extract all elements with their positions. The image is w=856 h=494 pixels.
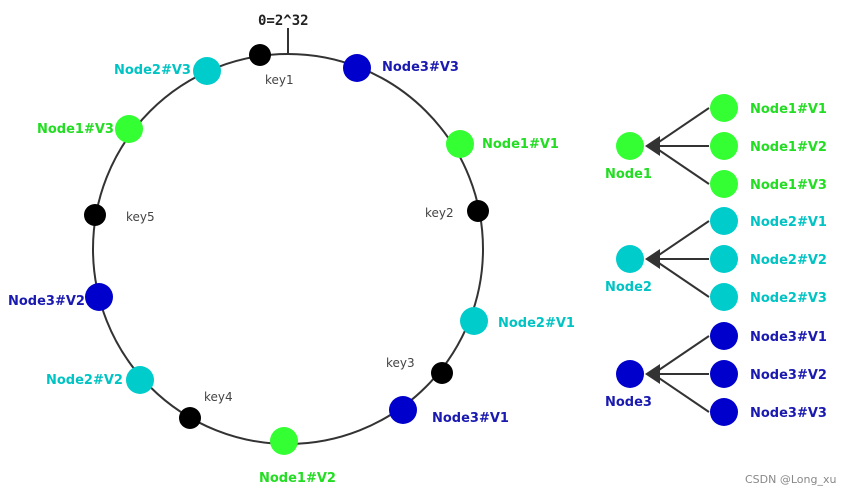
ring-node-label-node1-v1: Node1#V1 xyxy=(482,137,559,152)
key-label-key3: key3 xyxy=(386,356,415,370)
ring-node-label-node2-v1: Node2#V1 xyxy=(498,316,575,331)
legend-arrow-line-node3-v1 xyxy=(652,335,710,375)
ring-node-node2-v2 xyxy=(126,366,154,394)
legend-physical-node-node2 xyxy=(616,245,644,273)
legend-arrow-line-node2-v3 xyxy=(652,258,710,298)
ring-keys: key1 key2 key3 key4 key5 xyxy=(84,44,489,429)
key-label-key4: key4 xyxy=(204,390,233,404)
legend-arrowhead-node2 xyxy=(645,249,660,269)
legend-physical-label-node3: Node3 xyxy=(605,395,652,410)
ring-nodes: Node2#V3 Node3#V3Node1#V3Node1#V1Node3#V2… xyxy=(8,54,575,486)
ring-node-label-node1-v2: Node1#V2 xyxy=(259,471,336,486)
legend-arrowhead-node3 xyxy=(645,364,660,384)
legend-arrow-line-node3-v3 xyxy=(652,373,710,413)
ring-node-label-node3-v2: Node3#V2 xyxy=(8,294,85,309)
legend-virtual-label-node3-v1: Node3#V1 xyxy=(750,330,827,345)
legend-arrowhead-node1 xyxy=(645,136,660,156)
legend-virtual-label-node1-v3: Node1#V3 xyxy=(750,178,827,193)
key-dot-key3 xyxy=(431,362,453,384)
legend-virtual-node-node2-v1 xyxy=(710,207,738,235)
legend-arrow-line-node2-v1 xyxy=(652,220,710,260)
legend-virtual-node-node2-v2 xyxy=(710,245,738,273)
key-dot-key1 xyxy=(249,44,271,66)
legend-virtual-node-node1-v3 xyxy=(710,170,738,198)
legend-virtual-label-node2-v2: Node2#V2 xyxy=(750,253,827,268)
legend-arrow-line-node1-v3 xyxy=(652,145,710,185)
legend-virtual-label-node2-v3: Node2#V3 xyxy=(750,291,827,306)
ring-node-node1-v3 xyxy=(115,115,143,143)
ring-node-label-node2-v3: Node2#V3 xyxy=(114,63,191,78)
ring-node-node3-v2 xyxy=(85,283,113,311)
legend-physical-node-node3 xyxy=(616,360,644,388)
ring-node-node2-v1 xyxy=(460,307,488,335)
legend-physical-label-node2: Node2 xyxy=(605,280,652,295)
legend-virtual-label-node3-v2: Node3#V2 xyxy=(750,368,827,383)
key-dot-key2 xyxy=(467,200,489,222)
ring-node-node3-v3 xyxy=(343,54,371,82)
watermark: CSDN @Long_xu xyxy=(745,473,836,486)
ring-node-label-node1-v3: Node1#V3 xyxy=(37,122,114,137)
legend-arrow-line-node1-v1 xyxy=(652,107,710,147)
legend-virtual-label-node1-v2: Node1#V2 xyxy=(750,140,827,155)
legend-virtual-node-node3-v3 xyxy=(710,398,738,426)
ring-node-label-node3-v3: Node3#V3 xyxy=(382,60,459,75)
legend-physical-node-node1 xyxy=(616,132,644,160)
legend-virtual-label-node3-v3: Node3#V3 xyxy=(750,406,827,421)
legend-virtual-label-node2-v1: Node2#V1 xyxy=(750,215,827,230)
ring-node-node1-v1 xyxy=(446,130,474,158)
legend-virtual-node-node3-v2 xyxy=(710,360,738,388)
legend-virtual-node-node3-v1 xyxy=(710,322,738,350)
legend-virtual-node-node1-v1 xyxy=(710,94,738,122)
key-label-key5: key5 xyxy=(126,210,155,224)
ring-top-label: 0=2^32 xyxy=(258,13,309,29)
ring-node-label-node3-v1: Node3#V1 xyxy=(432,411,509,426)
ring-node-node1-v2 xyxy=(270,427,298,455)
ring-node-label-node2-v2: Node2#V2 xyxy=(46,373,123,388)
key-label-key2: key2 xyxy=(425,206,454,220)
legend-physical-label-node1: Node1 xyxy=(605,167,652,182)
legend-virtual-node-node2-v3 xyxy=(710,283,738,311)
virtual-node-legend: Node1Node1#V1Node1#V2Node1#V3Node2Node2#… xyxy=(605,94,827,426)
ring-node-node2-v3 xyxy=(193,57,221,85)
key-dot-key4 xyxy=(179,407,201,429)
legend-virtual-node-node1-v2 xyxy=(710,132,738,160)
key-label-key1: key1 xyxy=(265,73,294,87)
key-dot-key5 xyxy=(84,204,106,226)
legend-virtual-label-node1-v1: Node1#V1 xyxy=(750,102,827,117)
ring-node-node3-v1 xyxy=(389,396,417,424)
